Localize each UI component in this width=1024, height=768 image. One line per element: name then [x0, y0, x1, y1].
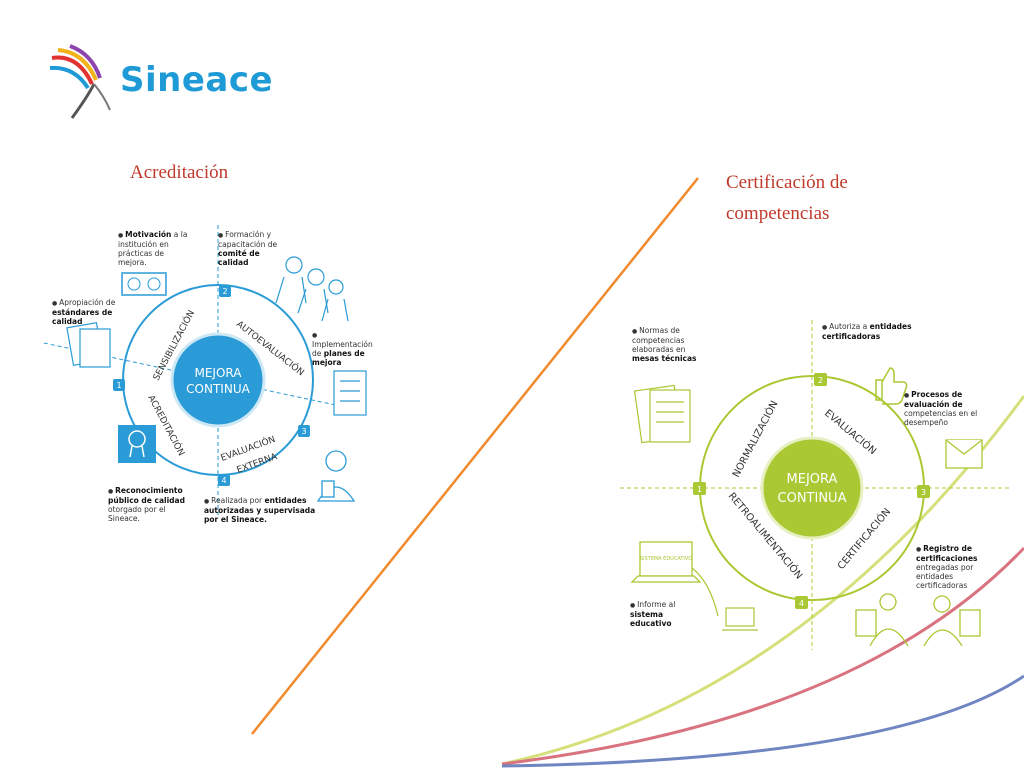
right-title-line2: competencias: [726, 203, 830, 224]
acreditacion-cycle-diagram: MEJORA CONTINUA SENSIBILIZACIÓN AUTOEVAL…: [43, 225, 367, 515]
note-formacion: Formación y capacitación de comité de ca…: [218, 230, 280, 267]
note-procesos: Procesos de evaluación de competencias e…: [904, 390, 1000, 427]
right-step-number: 1: [697, 485, 702, 494]
note-reconocimiento: Reconocimiento público de calidad otorga…: [108, 486, 186, 523]
envelope-icon: [945, 439, 983, 469]
note-registro: Registro de certificaciones entregadas p…: [916, 544, 1002, 590]
left-step-number: 1: [116, 381, 121, 390]
left-step-number: 3: [301, 427, 306, 436]
team-people-icon: [275, 256, 349, 322]
certificacion-cycle-diagram: MEJORA CONTINUA NORMALIZACIÓN EVALUACIÓN…: [620, 320, 1010, 650]
right-step-number: 4: [799, 599, 804, 608]
left-center-line2: CONTINUA: [186, 382, 250, 396]
left-step-number: 2: [222, 287, 227, 296]
document-icon: [66, 321, 111, 368]
note-apropiacion: Apropiación de estándares de calidad: [52, 298, 118, 326]
evaluator-person-icon: [316, 450, 356, 502]
certifier-people-icon: [855, 593, 981, 647]
right-title-line1: Certificación de: [726, 172, 848, 193]
checklist-icon: [333, 370, 367, 416]
left-step-number: 4: [221, 476, 226, 485]
award-medal-icon: [118, 425, 156, 463]
right-center-line1: MEJORA: [787, 472, 838, 487]
right-center-line2: CONTINUA: [778, 491, 847, 506]
left-center-line1: MEJORA: [195, 366, 243, 380]
note-normas: Normas de competencias elaboradas en mes…: [632, 326, 708, 363]
laptop-screen-text: SISTEMA EDUCATIVO: [640, 556, 692, 562]
thumbs-up-icon: [875, 367, 908, 405]
note-implementacion: Implementación de planes de mejora: [312, 330, 376, 367]
right-step-number: 2: [818, 376, 823, 385]
left-title: Acreditación: [130, 162, 229, 183]
note-informe: Informe al sistema educativo: [630, 600, 692, 628]
note-autoriza: Autoriza a entidades certificadoras: [822, 322, 942, 341]
radio-icon: [121, 272, 167, 296]
small-laptop-icon: [722, 607, 758, 631]
brand-name: Sineace: [120, 60, 274, 100]
right-step-number: 3: [921, 488, 926, 497]
document-stack-icon: [633, 384, 691, 444]
note-realizada: Realizada por entidades autorizadas y su…: [204, 496, 320, 524]
note-motivacion: Motivación a la institución en prácticas…: [118, 230, 188, 267]
sineace-logo-icon: [49, 44, 111, 119]
laptop-icon: [630, 541, 702, 583]
